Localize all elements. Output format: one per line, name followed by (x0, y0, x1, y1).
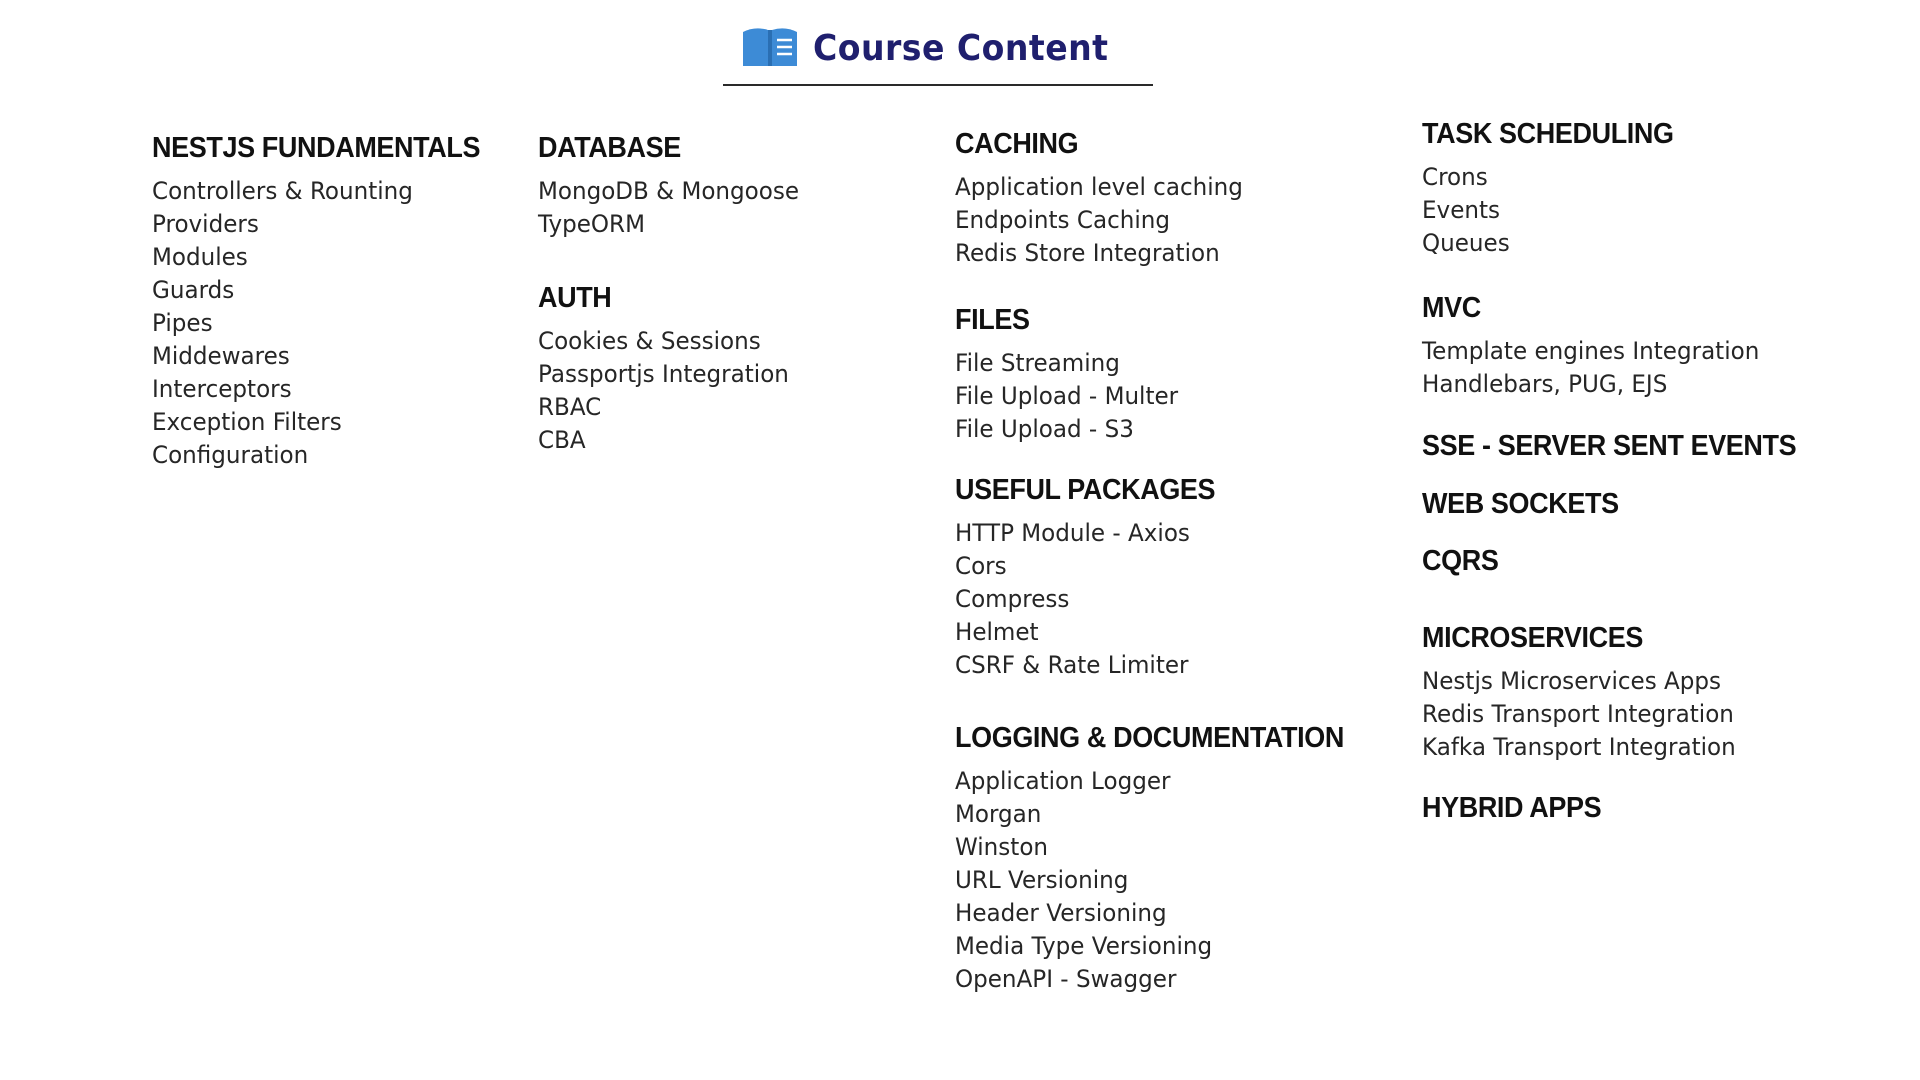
list-item: Redis Transport Integration (1422, 700, 1734, 728)
list-item: File Streaming (955, 349, 1120, 377)
list-item: Helmet (955, 618, 1039, 646)
section-title: CQRS (1422, 545, 1499, 577)
list-item: OpenAPI - Swagger (955, 965, 1177, 993)
section-list: Controllers & Rounting Providers Modules… (152, 175, 505, 472)
section-title: CACHING (955, 128, 1079, 160)
list-item: Header Versioning (955, 899, 1167, 927)
section-title: USEFUL PACKAGES (955, 474, 1216, 506)
section-list: HTTP Module - Axios Cors Compress Helmet… (955, 517, 1235, 682)
section-nestjs-fundamentals: NESTJS FUNDAMENTALS Controllers & Rounti… (152, 132, 505, 472)
section-list: Nestjs Microservices Apps Redis Transpor… (1422, 665, 1749, 764)
list-item: Redis Store Integration (955, 239, 1220, 267)
list-item: File Upload - Multer (955, 382, 1179, 410)
list-item: Cors (955, 552, 1007, 580)
section-logging-documentation: LOGGING & DOCUMENTATION Application Logg… (955, 722, 1373, 996)
list-item: Application level caching (955, 173, 1243, 201)
title-wrap: Course Content (723, 26, 1153, 86)
section-title: SSE - SERVER SENT EVENTS (1422, 430, 1797, 462)
section-title: MVC (1422, 292, 1481, 324)
list-item: TypeORM (538, 210, 645, 238)
section-web-sockets: WEB SOCKETS (1422, 488, 1634, 531)
list-item: Endpoints Caching (955, 206, 1170, 234)
section-database: DATABASE MongoDB & Mongoose TypeORM (538, 132, 810, 241)
book-icon (741, 26, 799, 70)
list-item: Providers (152, 210, 259, 238)
section-list: Crons Events Queues (1422, 161, 1693, 260)
section-title: LOGGING & DOCUMENTATION (955, 722, 1344, 754)
list-item: File Upload - S3 (955, 415, 1134, 443)
section-list: Cookies & Sessions Passportjs Integratio… (538, 325, 799, 457)
section-title: WEB SOCKETS (1422, 488, 1619, 520)
list-item: RBAC (538, 393, 602, 421)
list-item: Cookies & Sessions (538, 327, 761, 355)
list-item: HTTP Module - Axios (955, 519, 1190, 547)
list-item: Compress (955, 585, 1070, 613)
list-item: Kafka Transport Integration (1422, 733, 1736, 761)
list-item: CSRF & Rate Limiter (955, 651, 1189, 679)
list-item: MongoDB & Mongoose (538, 177, 800, 205)
section-cqrs: CQRS (1422, 545, 1504, 588)
section-title: FILES (955, 304, 1030, 336)
list-item: Events (1422, 196, 1501, 224)
section-auth: AUTH Cookies & Sessions Passportjs Integ… (538, 282, 799, 457)
section-list: File Streaming File Upload - Multer File… (955, 347, 1187, 446)
list-item: Configuration (152, 441, 309, 469)
section-list: MongoDB & Mongoose TypeORM (538, 175, 810, 241)
section-title: MICROSERVICES (1422, 622, 1643, 654)
section-title: NESTJS FUNDAMENTALS (152, 132, 481, 164)
list-item: Application Logger (955, 767, 1171, 795)
section-title: AUTH (538, 282, 612, 314)
section-list: Application Logger Morgan Winston URL Ve… (955, 765, 1373, 996)
section-microservices: MICROSERVICES Nestjs Microservices Apps … (1422, 622, 1749, 764)
section-list: Template engines Integration Handlebars,… (1422, 335, 1773, 401)
list-item: Media Type Versioning (955, 932, 1213, 960)
section-files: FILES File Streaming File Upload - Multe… (955, 304, 1187, 446)
list-item: Queues (1422, 229, 1510, 257)
section-title: DATABASE (538, 132, 681, 164)
section-hybrid-apps: HYBRID APPS (1422, 792, 1615, 835)
section-list: Application level caching Endpoints Cach… (955, 171, 1255, 270)
list-item: Exception Filters (152, 408, 342, 436)
list-item: Guards (152, 276, 235, 304)
list-item: Crons (1422, 163, 1488, 191)
section-useful-packages: USEFUL PACKAGES HTTP Module - Axios Cors… (955, 474, 1235, 682)
page-header: Course Content (0, 26, 1920, 86)
list-item: URL Versioning (955, 866, 1129, 894)
list-item: Middewares (152, 342, 290, 370)
section-mvc: MVC Template engines Integration Handleb… (1422, 292, 1773, 401)
page-title: Course Content (813, 27, 1109, 69)
list-item: Controllers & Rounting (152, 177, 413, 205)
section-sse: SSE - SERVER SENT EVENTS (1422, 430, 1824, 473)
list-item: Nestjs Microservices Apps (1422, 667, 1722, 695)
list-item: CBA (538, 426, 586, 454)
list-item: Pipes (152, 309, 213, 337)
list-item: Morgan (955, 800, 1042, 828)
section-caching: CACHING Application level caching Endpoi… (955, 128, 1255, 270)
list-item: Modules (152, 243, 248, 271)
list-item: Passportjs Integration (538, 360, 789, 388)
list-item: Winston (955, 833, 1049, 861)
section-task-scheduling: TASK SCHEDULING Crons Events Queues (1422, 118, 1693, 260)
section-title: HYBRID APPS (1422, 792, 1602, 824)
list-item: Interceptors (152, 375, 292, 403)
list-item: Template engines Integration (1422, 337, 1760, 365)
list-item: Handlebars, PUG, EJS (1422, 370, 1668, 398)
section-title: TASK SCHEDULING (1422, 118, 1674, 150)
